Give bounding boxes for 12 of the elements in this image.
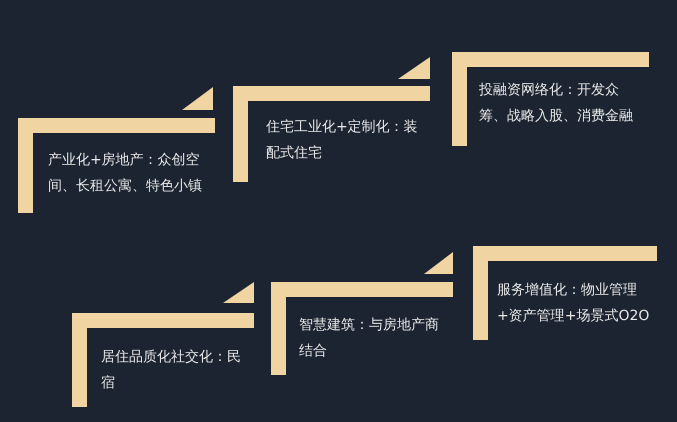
l-bracket-frame	[72, 313, 254, 407]
l-bracket-frame	[271, 282, 453, 375]
item-text: 产业化+房地产：众创空间、长租公寓、特色小镇	[48, 151, 203, 196]
item-text: 投融资网络化：开发众筹、战略入股、消费金融	[479, 81, 634, 126]
item-text: 住宅工业化+定制化：装配式住宅	[266, 118, 419, 163]
l-bracket-frame	[473, 246, 657, 340]
l-bracket-frame	[233, 86, 430, 182]
item-text: 居住品质化社交化：民宿	[101, 348, 242, 393]
item-text: 服务增值化：物业管理+资产管理+场景式O2O	[497, 281, 650, 326]
item-text: 智慧建筑：与房地产商结合	[299, 316, 439, 361]
l-bracket-frame	[18, 118, 215, 213]
l-bracket-frame	[452, 52, 649, 146]
